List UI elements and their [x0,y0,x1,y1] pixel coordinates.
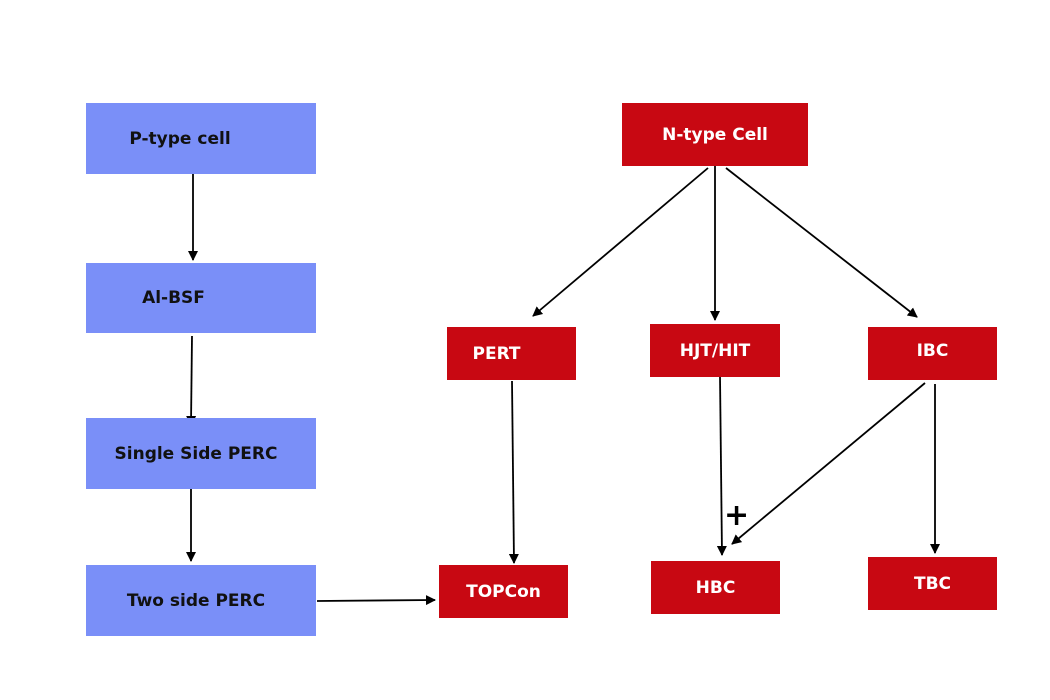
arrow-two-perc-to-topcon [316,595,436,606]
node-label: Two side PERC [126,590,266,611]
node-label: TOPCon [466,581,541,602]
node-ibc: IBC [868,327,997,380]
node-tbc: TBC [868,557,997,610]
node-label: HBC [695,577,736,598]
node-hjt-hit: HJT/HIT [650,324,780,377]
node-al-bsf: Al-BSF [86,263,316,333]
node-hbc: HBC [651,561,780,614]
node-label: Al-BSF [142,288,205,308]
node-p-type-cell: P-type cell [86,103,316,174]
node-label: TBC [913,573,952,594]
node-label: HJT/HIT [679,340,751,361]
arrow-hjt-to-hbc [716,375,727,556]
node-label: IBC [916,340,949,361]
node-pert: PERT [447,327,576,380]
arrow-ntype-to-ibc [725,167,918,318]
node-label: P-type cell [129,128,231,149]
plus-sign: + [724,498,750,533]
arrow-ntype-to-pert [532,167,709,317]
node-n-type-cell: N-type Cell [622,103,808,166]
node-single-side-perc: Single Side PERC [86,418,316,489]
node-label: PERT [472,343,521,364]
arrow-pert-to-topcon [508,380,519,564]
node-two-side-perc: Two side PERC [86,565,316,636]
arrow-albsf-to-single-perc [186,335,197,426]
node-label: N-type Cell [662,124,768,145]
node-label: Single Side PERC [114,443,278,464]
arrow-ibc-to-hbc [731,382,926,545]
node-topcon: TOPCon [439,565,568,618]
